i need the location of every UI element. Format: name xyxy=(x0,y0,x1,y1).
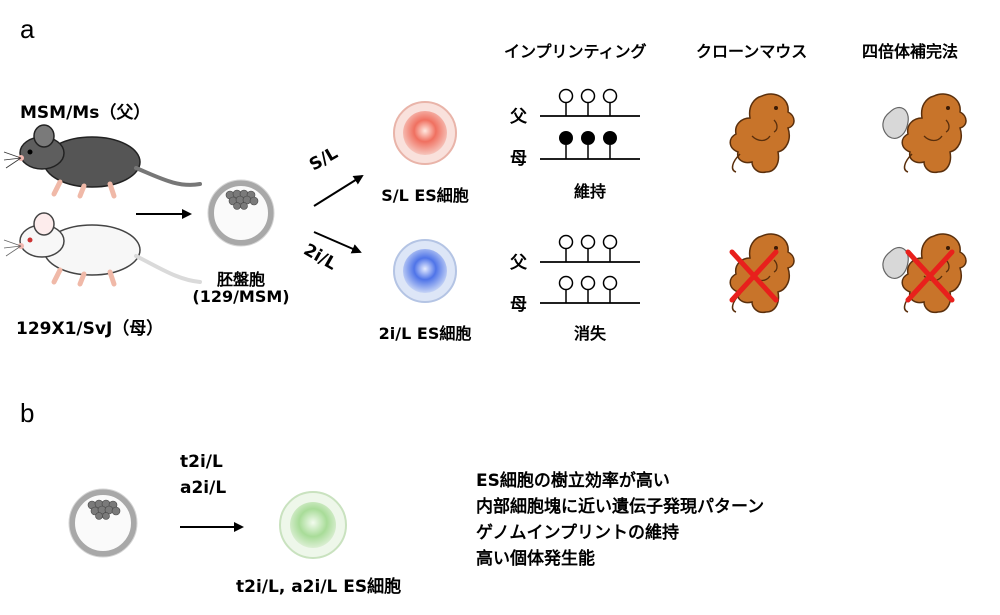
column-tetraploid-header: 四倍体補完法 xyxy=(862,42,959,61)
imprint-sl-result: 維持 xyxy=(573,182,606,201)
maternal-label: 母 xyxy=(510,295,527,315)
paternal-label: 父 xyxy=(510,253,527,273)
es-t2il-label: t2i/L, a2i/L ES細胞 xyxy=(236,577,402,597)
mother-label: 129X1/SvJ（母） xyxy=(16,319,164,339)
clone-embryo-2il-icon xyxy=(729,233,795,314)
feature-item: ES細胞の樹立効率が高い xyxy=(476,471,670,491)
condition-a2il-label: a2i/L xyxy=(180,478,227,498)
imprint-2il-result: 消失 xyxy=(573,324,606,343)
arrow-to-2il xyxy=(313,231,362,254)
blastocyst-icon xyxy=(207,179,275,247)
sl-es-cell-icon xyxy=(393,101,457,165)
feature-item: ゲノムインプリントの維持 xyxy=(476,523,679,543)
father-mouse-icon xyxy=(3,124,202,199)
condition-t2il-label: t2i/L xyxy=(180,452,223,472)
feature-item: 高い個体発生能 xyxy=(476,549,595,569)
es-sl-label: S/L ES細胞 xyxy=(381,186,469,205)
tetraploid-embryo-sl-icon xyxy=(882,93,967,174)
column-clone-header: クローンマウス xyxy=(696,42,808,61)
arrow-to-sl xyxy=(313,174,364,207)
father-label: MSM/Ms（父） xyxy=(20,103,151,123)
paternal-label: 父 xyxy=(510,107,527,127)
tetraploid-embryo-2il-icon xyxy=(882,233,967,314)
column-imprinting-header: インプリンティング xyxy=(504,42,647,61)
blastocyst-strain: (129/MSM) xyxy=(192,287,290,306)
failure-cross-icon xyxy=(905,249,955,303)
feature-list: ES細胞の樹立効率が高い 内部細胞塊に近い遺伝子発現パターン ゲノムインプリント… xyxy=(476,468,764,572)
2il-es-cell-icon xyxy=(393,239,457,303)
es-2il-label: 2i/L ES細胞 xyxy=(378,324,472,343)
imprinting-sl-schema xyxy=(540,88,640,160)
blastocyst-label: 胚盤胞 xyxy=(216,270,265,289)
mother-mouse-icon xyxy=(3,212,202,287)
feature-item: 内部細胞塊に近い遺伝子発現パターン xyxy=(476,497,765,517)
clone-embryo-sl-icon xyxy=(729,93,795,174)
blastocyst-b-icon xyxy=(68,488,138,558)
t2il-es-cell-icon xyxy=(279,491,347,559)
panel-a-label: a xyxy=(20,14,35,44)
panel-b-label: b xyxy=(20,398,35,428)
imprinting-2il-schema xyxy=(540,234,640,304)
maternal-label: 母 xyxy=(510,149,527,169)
failure-cross-icon xyxy=(729,249,779,303)
